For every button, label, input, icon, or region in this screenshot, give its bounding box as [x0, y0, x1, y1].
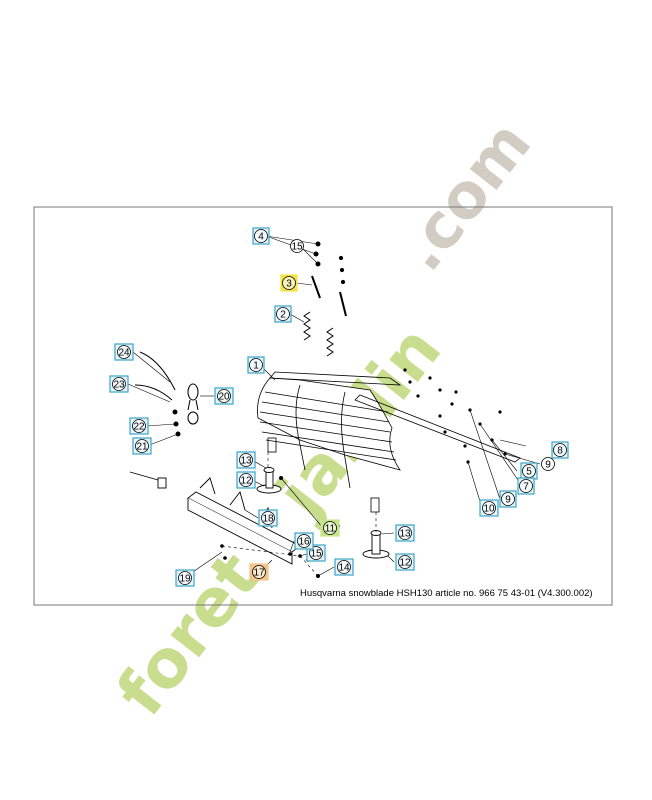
- callout-circle: [132, 419, 146, 433]
- callout-c4: 4: [252, 227, 270, 245]
- callout-circle: [309, 546, 323, 560]
- callout-circle: [398, 526, 412, 540]
- callout-circle: [239, 473, 253, 487]
- pivot-drawing: [134, 351, 199, 437]
- callout-number: 10: [483, 504, 495, 515]
- callout-c23: 23: [109, 375, 129, 393]
- callout-c12b: 12: [395, 553, 415, 571]
- callout-number: 23: [113, 380, 125, 391]
- callout-circle: [337, 560, 351, 574]
- callout-number: 13: [399, 529, 411, 540]
- diagram-frame: [33, 206, 613, 606]
- callout-number: 1: [253, 361, 259, 372]
- callout-c5: 5: [520, 462, 538, 480]
- callout-number: 3: [286, 279, 292, 290]
- callout-circle: [135, 439, 149, 453]
- callout-c10: 10: [479, 499, 499, 517]
- callout-number: 4: [258, 232, 264, 243]
- callout-c2: 2: [274, 305, 292, 323]
- callout-c11: 11: [320, 519, 340, 537]
- assembly-lines: [221, 452, 377, 577]
- callout-number: 15: [310, 549, 322, 560]
- callout-number: 22: [133, 422, 145, 433]
- callout-number: 15: [291, 242, 303, 253]
- callout-circle: [553, 443, 567, 457]
- callout-number: 9: [545, 460, 551, 471]
- callout-circle: [323, 521, 337, 535]
- callout-circle: [252, 565, 266, 579]
- callout-circle: [519, 479, 533, 493]
- callout-c22: 22: [129, 417, 149, 435]
- callout-circle: [239, 453, 253, 467]
- callout-circle: [254, 229, 268, 243]
- callout-c21: 21: [132, 437, 152, 455]
- callout-number: 5: [526, 467, 532, 478]
- watermark-brand-1: foret: [102, 538, 275, 730]
- callout-c13a: 13: [236, 451, 256, 469]
- callout-c16: 16: [294, 532, 314, 550]
- callout-c7: 7: [517, 477, 535, 495]
- callout-number: 14: [338, 563, 350, 574]
- skids-drawing: [256, 467, 390, 559]
- callout-c3: 3: [280, 274, 298, 292]
- callout-c9b: 9: [499, 490, 517, 508]
- callout-c18: 18: [258, 509, 278, 527]
- callout-c1: 1: [247, 356, 265, 374]
- callout-number: 16: [298, 537, 310, 548]
- callout-number: 13: [240, 456, 252, 467]
- callout-c20: 20: [214, 387, 234, 405]
- callout-c14: 14: [334, 558, 354, 576]
- callout-circle: [297, 534, 311, 548]
- callout-number: 7: [523, 482, 529, 493]
- callout-labels: 1234578991011121213131415151617181920212…: [109, 227, 569, 587]
- callout-circle: [282, 276, 296, 290]
- callout-number: 17: [253, 568, 265, 579]
- callout-circle: [117, 345, 131, 359]
- blade-drawing: [257, 371, 521, 513]
- callout-number: 9: [505, 495, 511, 506]
- callout-c19: 19: [175, 569, 195, 587]
- callout-number: 12: [399, 558, 411, 569]
- callout-circle: [261, 511, 275, 525]
- callout-circle: [398, 555, 412, 569]
- watermark-suffix: .com: [384, 107, 545, 284]
- callout-circle: [290, 239, 304, 253]
- springs-drawing: [303, 241, 347, 357]
- callout-number: 24: [118, 348, 130, 359]
- callout-number: 18: [262, 514, 274, 525]
- callout-c12a: 12: [236, 471, 256, 489]
- callout-c13b: 13: [395, 524, 415, 542]
- callout-circle: [541, 457, 555, 471]
- callout-c9a: 9: [541, 457, 555, 471]
- callout-circle: [178, 571, 192, 585]
- callout-c17: 17: [249, 563, 269, 581]
- callout-circle: [276, 307, 290, 321]
- callout-c24: 24: [114, 343, 134, 361]
- callout-number: 12: [240, 476, 252, 487]
- callout-circle: [217, 389, 231, 403]
- callout-circle: [501, 492, 515, 506]
- callout-number: 20: [218, 392, 230, 403]
- diagram-caption: Husqvarna snowblade HSH130 article no. 9…: [300, 588, 593, 599]
- callout-circle: [249, 358, 263, 372]
- callout-number: 8: [557, 446, 563, 457]
- callout-c15a: 15: [290, 239, 304, 253]
- callout-circle: [482, 501, 496, 515]
- callout-circle: [112, 377, 126, 391]
- callout-number: 19: [179, 574, 191, 585]
- callout-c8: 8: [551, 441, 569, 459]
- callout-number: 2: [280, 310, 286, 321]
- callout-number: 11: [325, 524, 336, 535]
- callout-number: 21: [136, 442, 148, 453]
